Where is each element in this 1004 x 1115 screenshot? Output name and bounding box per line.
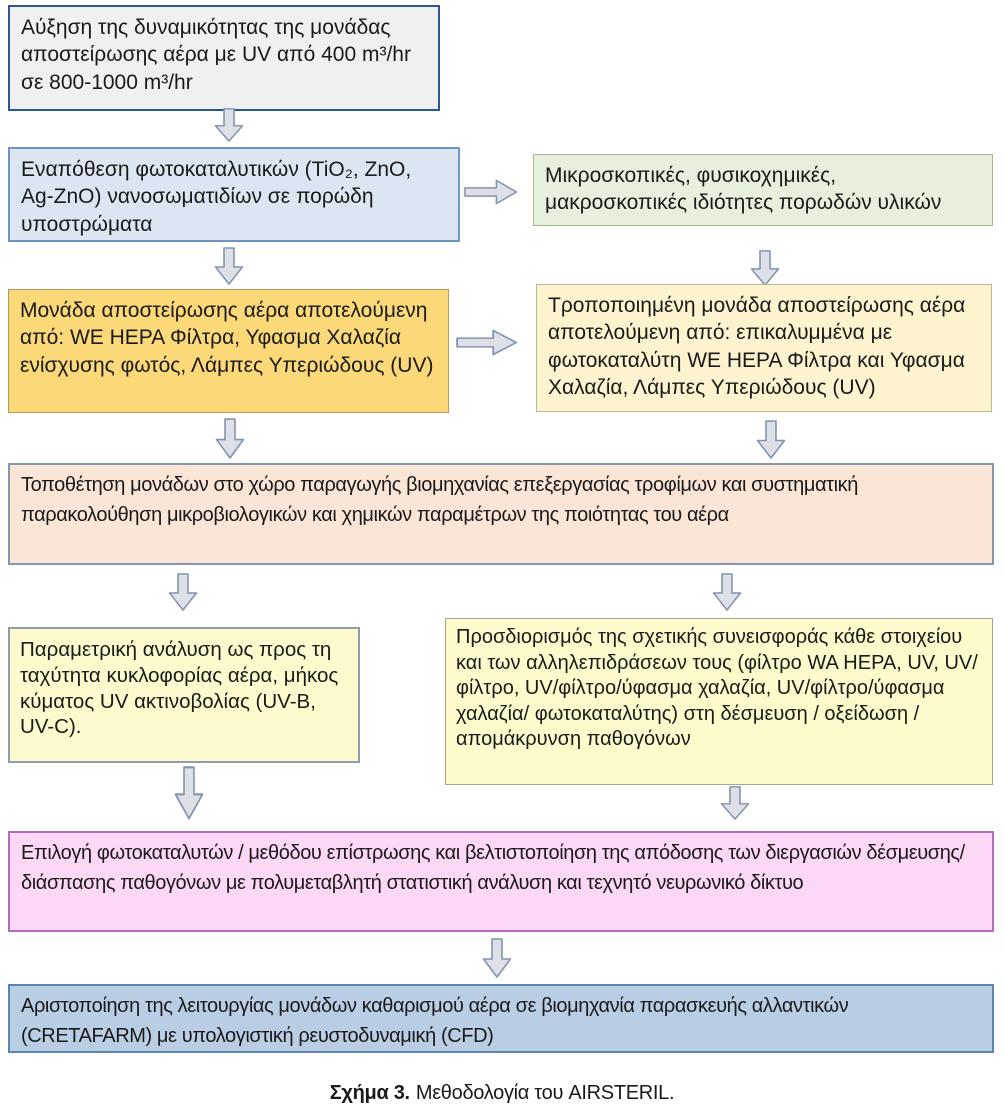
arrow-down-icon: [756, 420, 786, 459]
flow-box-capacity-increase: Αύξηση της δυναμικότητας της μονάδας απο…: [8, 5, 440, 111]
figure-caption: Σχήμα 3.Μεθοδολογία του AIRSTERIL.: [0, 1082, 1004, 1105]
flow-box-porous-properties: Μικροσκοπικές, φυσικοχημικές, μακροσκοπι…: [533, 154, 993, 226]
arrow-down-icon: [214, 247, 244, 285]
flow-box-sterilization-unit: Μονάδα αποστείρωσης αέρα αποτελούμενη απ…: [8, 289, 449, 413]
arrow-down-icon: [482, 938, 512, 978]
figure-caption-text: Μεθοδολογία του AIRSTERIL.: [415, 1082, 675, 1104]
arrow-down-icon: [215, 418, 245, 459]
arrow-down-icon: [720, 786, 750, 820]
flow-box-contribution-determination: Προσδιορισμός της σχετικής συνεισφοράς κ…: [445, 618, 993, 785]
figure-caption-label: Σχήμα 3.: [329, 1082, 410, 1104]
arrow-down-icon: [712, 573, 742, 611]
flow-box-unit-placement-monitoring: Τοποθέτηση μονάδων στο χώρο παραγωγής βι…: [8, 463, 994, 565]
arrow-down-icon: [174, 766, 204, 820]
flow-box-modified-unit: Τροποποιημένη μονάδα αποστείρωσης αέρα α…: [536, 284, 992, 412]
flow-box-nanoparticle-deposition: Εναπόθεση φωτοκαταλυτικών (TiO₂, ZnO, Ag…: [8, 147, 460, 242]
arrow-down-icon: [168, 573, 198, 611]
flow-box-photocatalyst-selection: Επιλογή φωτοκαταλυτών / μεθόδου επίστρωσ…: [8, 831, 994, 932]
arrow-right-icon: [464, 179, 518, 205]
flow-box-cfd-optimization: Αριστοποίηση της λειτουργίας μονάδων καθ…: [8, 984, 994, 1053]
arrow-down-icon: [214, 108, 244, 142]
flow-box-parametric-analysis: Παραμετρική ανάλυση ως προς τη ταχύτητα …: [8, 627, 360, 763]
arrow-down-icon: [750, 250, 780, 286]
arrow-right-icon: [456, 329, 518, 356]
